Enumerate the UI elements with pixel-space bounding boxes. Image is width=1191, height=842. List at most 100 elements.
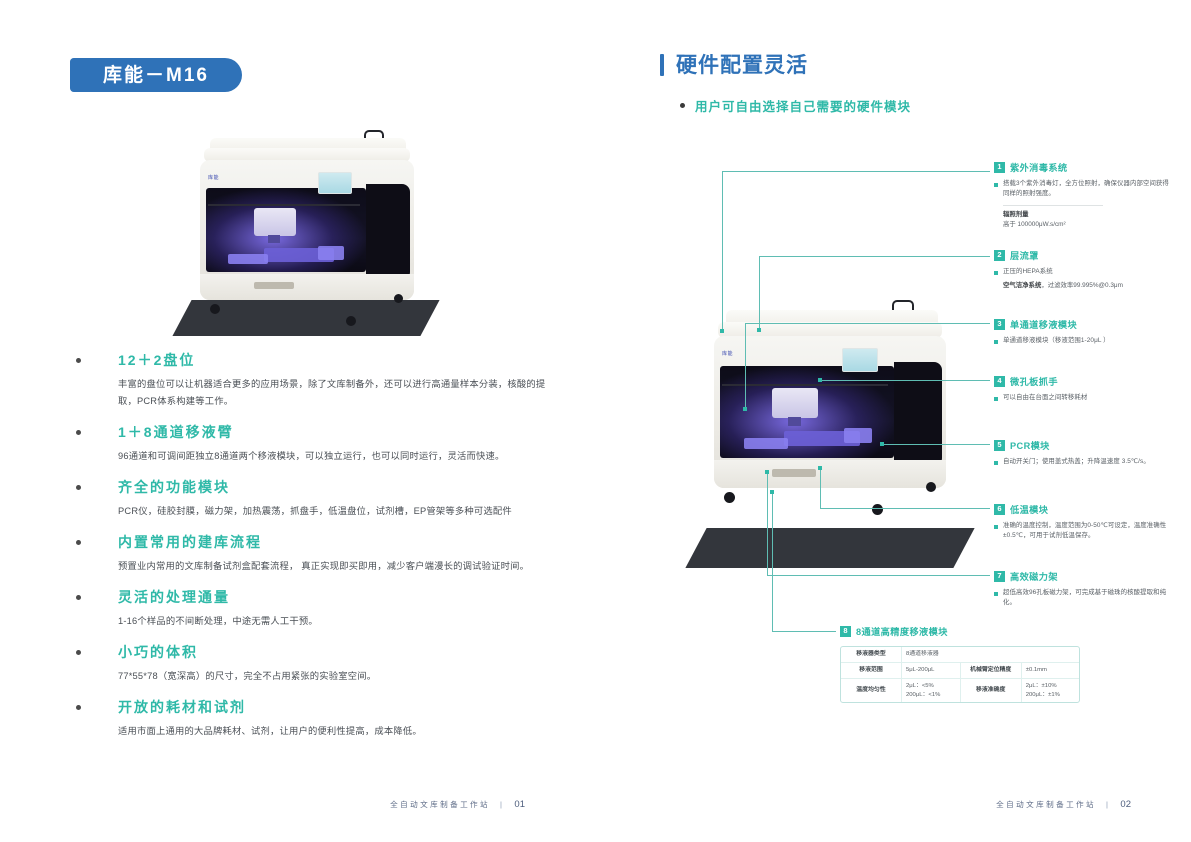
bullet-icon <box>76 595 81 601</box>
callout-number: 4 <box>994 375 1005 387</box>
product-photo-right: 库能 <box>680 300 990 590</box>
feature-item: 1＋8通道移液臂 96通道和可调间距独立8通道两个移液模块，可以独立运行，也可以… <box>76 424 546 465</box>
feature-item: 12＋2盘位 丰富的盘位可以让机器适合更多的应用场景，除了文库制备外，还可以进行… <box>76 352 546 410</box>
spec-value: 5μL-200μL <box>901 662 961 679</box>
leader-line-6-drop <box>820 468 821 508</box>
callout-extra-label: 辐照剂量 <box>1003 210 1029 218</box>
square-bullet-icon <box>994 525 998 529</box>
leader-dot-7 <box>765 470 769 474</box>
callout-4: 4 微孔板抓手 可以自由在台面之间转移耗材 <box>994 374 1174 406</box>
table-row: 温度均匀性 2μL：<5% 200μL：<1% 移液准确度 2μL：±10% 2… <box>841 678 1079 703</box>
callout-title: 高效磁力架 <box>1010 572 1058 582</box>
bullet-icon <box>680 103 685 108</box>
callout-text: 正压的HEPA系统 <box>1003 268 1053 275</box>
callout-title: PCR模块 <box>1010 441 1050 451</box>
callout-number: 3 <box>994 318 1005 330</box>
product-photo-left: 库能 <box>168 128 458 343</box>
leader-line-8-drop <box>772 492 773 631</box>
bullet-icon <box>76 485 81 491</box>
feature-heading: 灵活的处理通量 <box>118 589 230 606</box>
feature-body: 适用市面上通用的大品牌耗材、试剂，让用户的便利性提高，成本降低。 <box>118 725 422 736</box>
callout-bullet: 超低高效96孔板磁力架，可完成基于磁珠的核酸提取和纯化。 <box>994 588 1174 609</box>
section-title-bar <box>660 54 664 76</box>
callout-bullet: 搭载3个紫外消毒灯，全方位照射，确保仪器内部空间获得同样的照射强度。 <box>994 179 1174 200</box>
spec-table: 移液器类型 8通道移液器 移液范围 5μL-200μL 机械臂定位精度 ±0.1… <box>840 646 1080 704</box>
square-bullet-icon <box>994 183 998 187</box>
callout-text: 准确的温度控制，温度范围为0-50℃可设定，温度准确性±0.5℃，可用于试剂低温… <box>1003 522 1167 540</box>
callout-title: 低温模块 <box>1010 505 1049 515</box>
spec-value: 2μL：±10% 200μL：±1% <box>1025 682 1060 698</box>
leader-line-3 <box>745 323 990 324</box>
feature-item: 开放的耗材和试剂 适用市面上通用的大品牌耗材、试剂，让用户的便利性提高，成本降低… <box>76 699 546 740</box>
leader-dot-8 <box>770 490 774 494</box>
spec-value: 8通道移液器 <box>901 647 1079 663</box>
section-title-text: 硬件配置灵活 <box>676 53 808 77</box>
callout-text: 超低高效96孔板磁力架，可完成基于磁珠的核酸提取和纯化。 <box>1003 589 1167 607</box>
spec-label: 移液准确度 <box>960 678 1022 703</box>
leader-line-3-drop <box>745 323 746 409</box>
feature-heading: 内置常用的建库流程 <box>118 534 262 551</box>
square-bullet-icon <box>994 340 998 344</box>
feature-body: 丰富的盘位可以让机器适合更多的应用场景，除了文库制备外，还可以进行高通量样本分装… <box>118 378 546 406</box>
device-logo: 库能 <box>208 175 220 181</box>
feature-body: 96通道和可调间距独立8通道两个移液模块，可以独立运行，也可以同时运行，灵活而快… <box>118 450 505 461</box>
footer-text: 全自动文库制备工作站 <box>996 800 1097 809</box>
square-bullet-icon <box>994 461 998 465</box>
callout-extra: 辐照剂量 高于 100000μW.s/cm² <box>1003 210 1174 231</box>
table-row: 移液器类型 8通道移液器 <box>841 647 1079 663</box>
square-bullet-icon <box>994 397 998 401</box>
callout-header: 6 低温模块 <box>994 502 1174 516</box>
callout-extra: 空气洁净系统，过滤效率99.995%@0.3μm <box>1003 281 1174 292</box>
callout-number: 7 <box>994 570 1005 582</box>
footer-right: 全自动文库制备工作站 | 02 <box>996 799 1131 810</box>
callout-text: 搭载3个紫外消毒灯，全方位照射，确保仪器内部空间获得同样的照射强度。 <box>1003 180 1169 198</box>
leader-line-1 <box>722 171 990 172</box>
feature-item: 齐全的功能模块 PCR仪，硅胶封膜，磁力架，加热震荡，抓盘手，低温盘位，试剂槽，… <box>76 479 546 520</box>
spec-label: 机械臂定位精度 <box>960 662 1022 679</box>
callout-extra-value: ，过滤效率99.995%@0.3μm <box>1041 282 1123 290</box>
callout-6: 6 低温模块 准确的温度控制，温度范围为0-50℃可设定，温度准确性±0.5℃，… <box>994 502 1174 545</box>
feature-body: 77*55*78（宽深高）的尺寸，完全不占用紧张的实验室空间。 <box>118 670 377 681</box>
section-title: 硬件配置灵活 <box>660 54 808 76</box>
table-row: 移液范围 5μL-200μL 机械臂定位精度 ±0.1mm <box>841 662 1079 679</box>
product-title-text: 库能－M16 <box>103 64 209 86</box>
feature-heading: 1＋8通道移液臂 <box>118 424 234 441</box>
leader-line-7-drop <box>767 472 768 575</box>
callout-header: 1 紫外消毒系统 <box>994 160 1174 174</box>
footer-divider: | <box>1106 800 1111 809</box>
footer-divider: | <box>500 800 505 809</box>
feature-item: 灵活的处理通量 1-16个样品的不间断处理，中途无需人工干预。 <box>76 589 546 630</box>
spec-value: 2μL：<5% 200μL：<1% <box>901 678 961 703</box>
leader-dot-3 <box>743 407 747 411</box>
callout-5: 5 PCR模块 自动开关门；使用盖式热盖；升降温速度 3.5℃/s。 <box>994 438 1174 470</box>
callout-title: 8通道高精度移液模块 <box>856 627 948 637</box>
feature-body: PCR仪，硅胶封膜，磁力架，加热震荡，抓盘手，低温盘位，试剂槽，EP管架等多种可… <box>118 505 512 516</box>
leader-line-1-drop <box>722 171 723 331</box>
page-left: 库能－M16 库能 12＋2盘位 丰富的盘位可以让机器适合更多的应用场景，除了文… <box>0 0 595 842</box>
callout-title: 层流罩 <box>1010 251 1039 261</box>
spec-label: 移液器类型 <box>841 647 902 663</box>
leader-line-7 <box>767 575 990 576</box>
leader-dot-2 <box>757 328 761 332</box>
callout-2: 2 层流罩 正压的HEPA系统 空气洁净系统，过滤效率99.995%@0.3μm <box>994 248 1174 292</box>
bullet-icon <box>76 540 81 546</box>
feature-heading: 齐全的功能模块 <box>118 479 230 496</box>
leader-line-4 <box>820 380 990 381</box>
leader-dot-4 <box>818 378 822 382</box>
callout-header: 4 微孔板抓手 <box>994 374 1174 388</box>
feature-body: 1-16个样品的不间断处理，中途无需人工干预。 <box>118 615 318 626</box>
callout-header: 2 层流罩 <box>994 248 1174 262</box>
callout-bullet: 准确的温度控制，温度范围为0-50℃可设定，温度准确性±0.5℃，可用于试剂低温… <box>994 521 1174 542</box>
callout-7: 7 高效磁力架 超低高效96孔板磁力架，可完成基于磁珠的核酸提取和纯化。 <box>994 569 1174 612</box>
callout-text: 可以自由在台面之间转移耗材 <box>1003 394 1088 401</box>
callout-number: 5 <box>994 439 1005 451</box>
callout-extra-label: 空气洁净系统 <box>1003 282 1042 290</box>
callout-title: 微孔板抓手 <box>1010 377 1058 387</box>
callout-header: 3 单通道移液模块 <box>994 317 1174 331</box>
callout-bullet: 自动开关门；使用盖式热盖；升降温速度 3.5℃/s。 <box>994 457 1174 467</box>
leader-dot-6 <box>818 466 822 470</box>
leader-line-2-drop <box>759 256 760 330</box>
product-title-badge: 库能－M16 <box>70 58 242 92</box>
callout-header: 7 高效磁力架 <box>994 569 1174 583</box>
spec-label: 温度均匀性 <box>841 678 902 703</box>
